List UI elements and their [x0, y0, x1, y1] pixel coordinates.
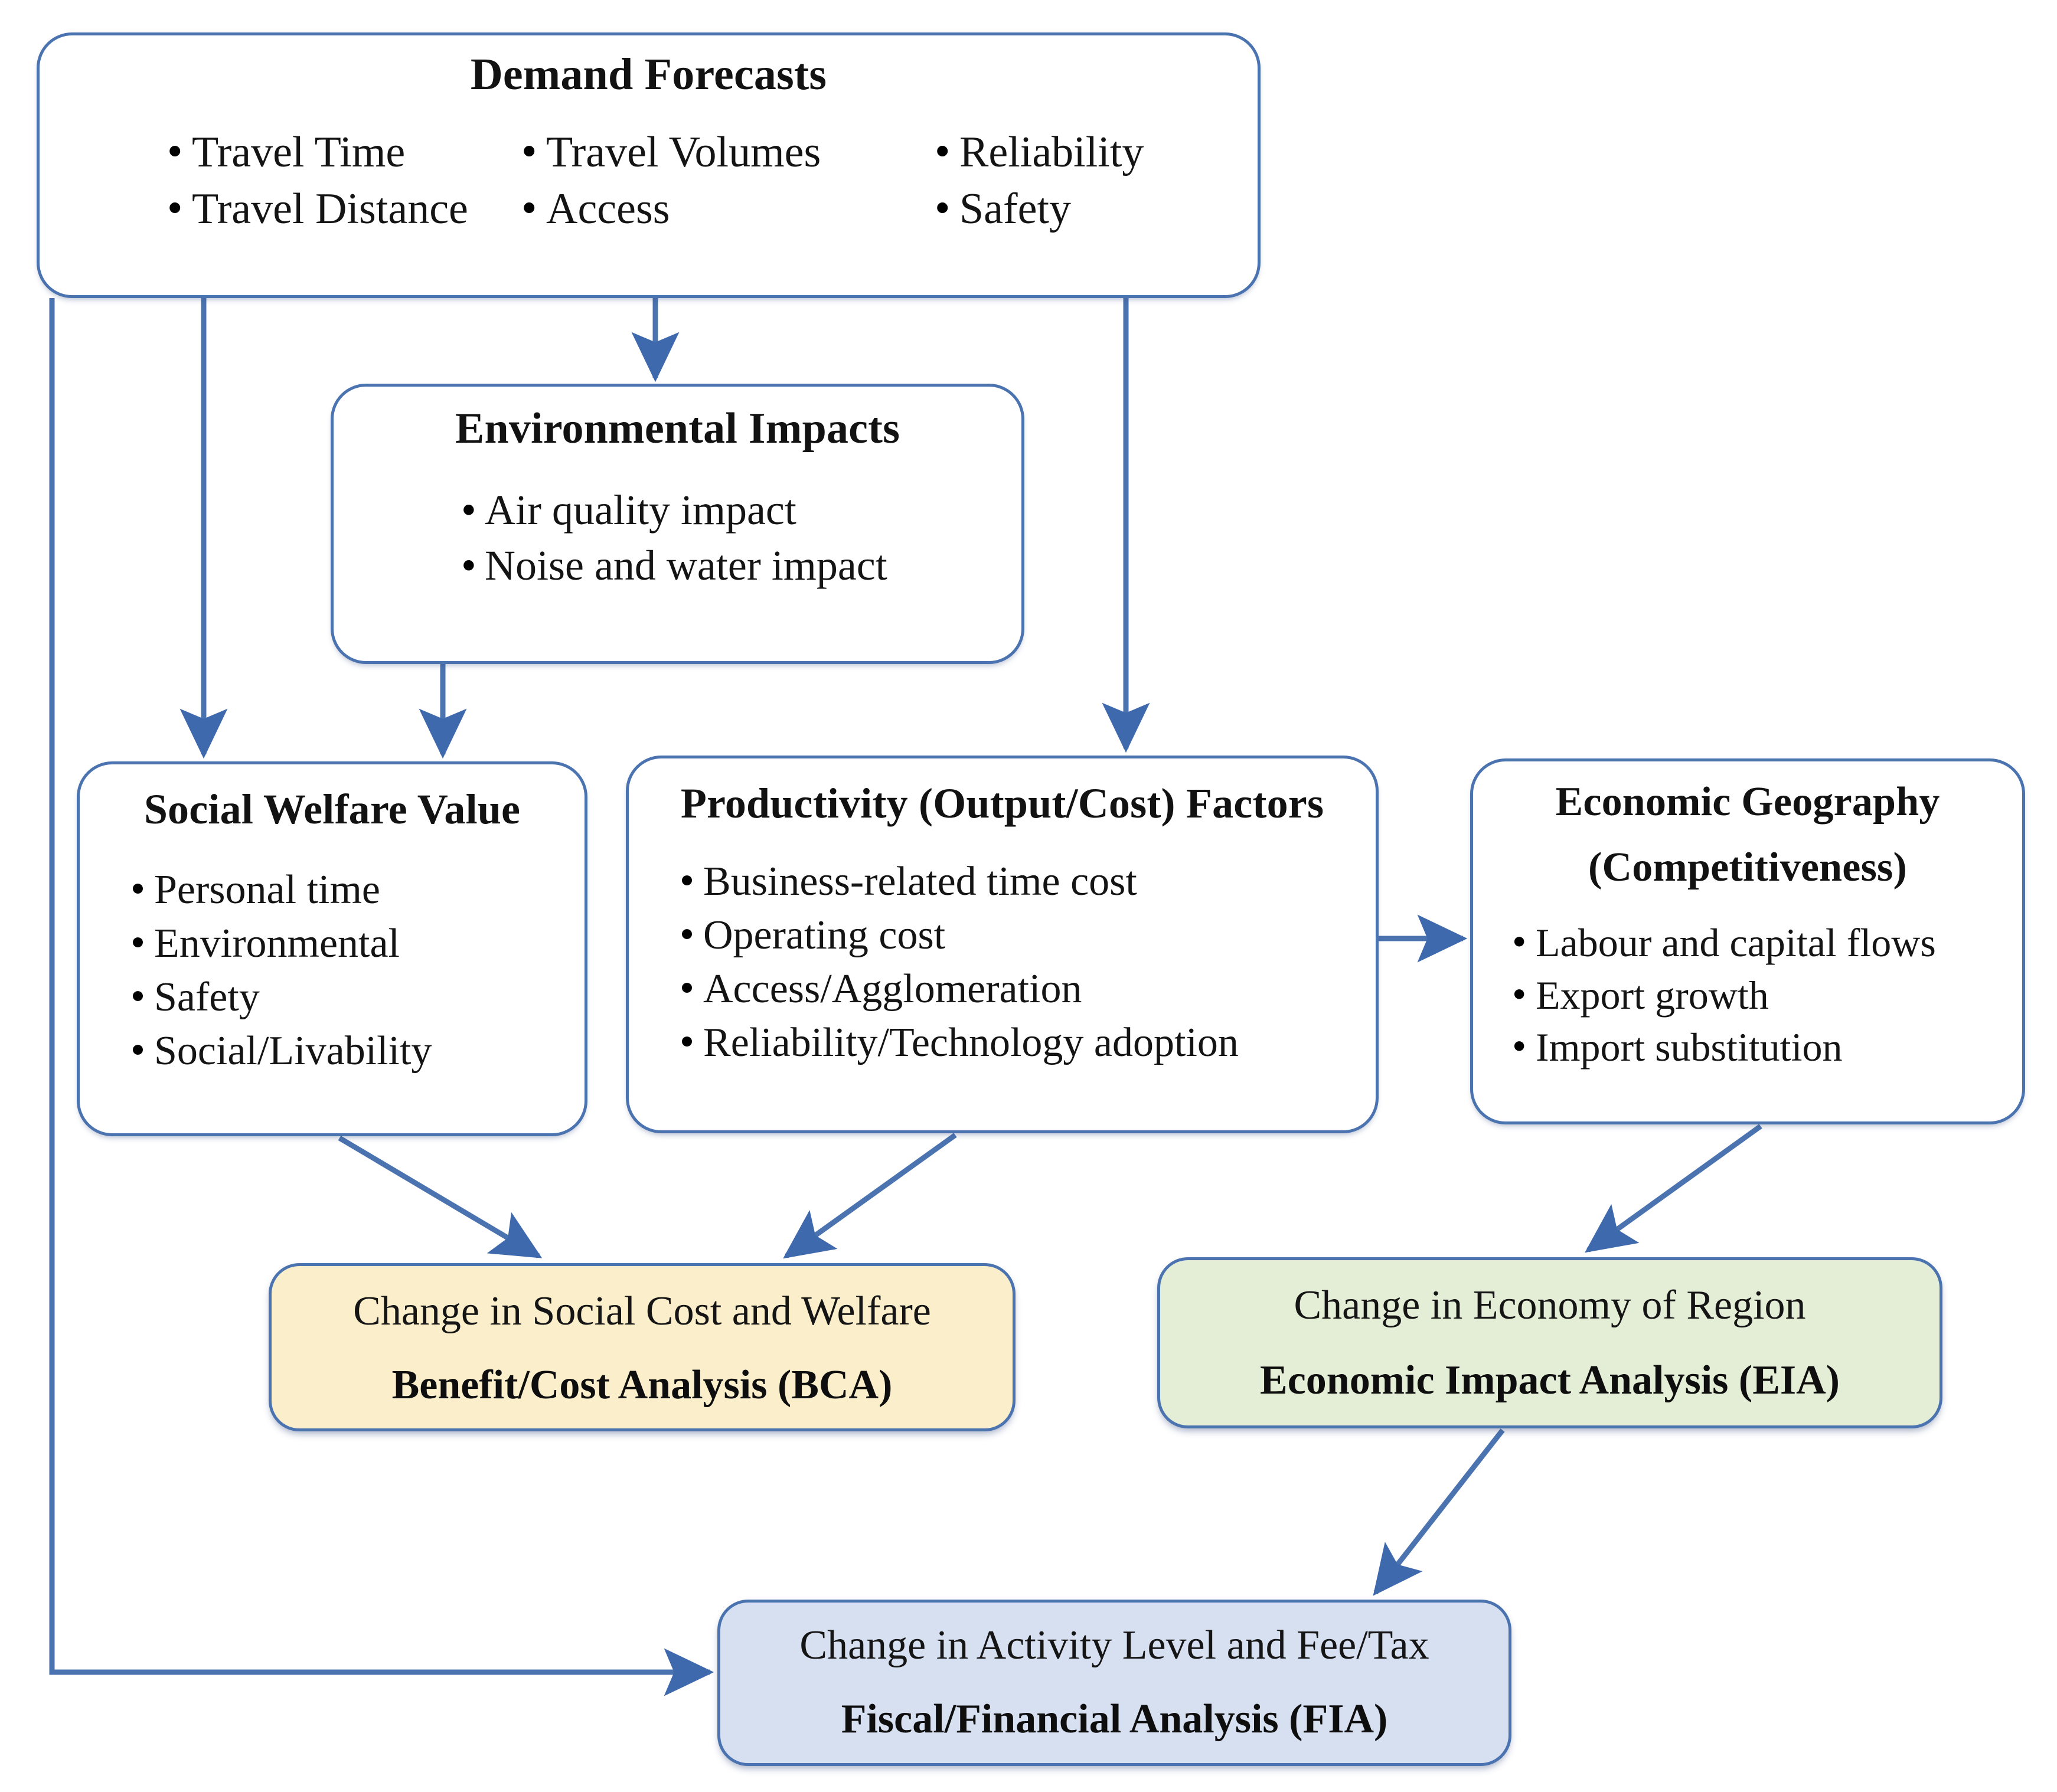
node-productivity-factors[interactable]: Productivity (Output/Cost) Factors Busin…: [626, 756, 1379, 1133]
list-item: Reliability: [931, 123, 1226, 181]
node-title-line2: (Competitiveness): [1588, 844, 1907, 890]
outcome-description: Change in Social Cost and Welfare: [353, 1289, 931, 1334]
node-title-line1: Economic Geography: [1555, 779, 1940, 825]
node-title: Environmental Impacts: [455, 404, 900, 453]
bullet-list: Labour and capital flows Export growth I…: [1473, 915, 2022, 1074]
list-item: Import substitution: [1509, 1020, 2022, 1074]
outcome-method: Benefit/Cost Analysis (BCA): [391, 1362, 893, 1408]
list-item: Travel Distance: [164, 179, 518, 237]
list-item: Safety: [931, 179, 1226, 237]
edge-geography-to-eia: [1585, 1124, 1762, 1253]
list-item: Personal time: [127, 862, 585, 917]
edge-demand-to-fia: [49, 298, 714, 1696]
bullet-column-2: Travel Volumes Access: [518, 123, 931, 238]
bullet-list: Business-related time cost Operating cos…: [629, 854, 1376, 1070]
node-demand-forecasts[interactable]: Demand Forecasts Travel Time Travel Dist…: [37, 32, 1261, 298]
bullet-column-3: Reliability Safety: [931, 123, 1226, 238]
list-item: Access/Agglomeration: [676, 961, 1376, 1016]
node-title: Demand Forecasts: [470, 50, 827, 99]
bullet-columns: Travel Time Travel Distance Travel Volum…: [40, 123, 1258, 238]
outcome-description: Change in Economy of Region: [1294, 1283, 1806, 1328]
bullet-list: Travel Volumes Access: [518, 123, 931, 238]
bullet-column-1: Travel Time Travel Distance: [164, 123, 518, 238]
outcome-method: Economic Impact Analysis (EIA): [1260, 1358, 1840, 1403]
list-item: Export growth: [1509, 968, 2022, 1022]
list-item: Operating cost: [676, 907, 1376, 962]
list-item: Access: [518, 179, 931, 237]
outcome-description: Change in Activity Level and Fee/Tax: [799, 1623, 1429, 1668]
node-social-welfare-value[interactable]: Social Welfare Value Personal time Envir…: [77, 761, 587, 1136]
node-fiscal-financial-analysis[interactable]: Change in Activity Level and Fee/Tax Fis…: [717, 1600, 1511, 1766]
list-item: Travel Volumes: [518, 123, 931, 181]
list-item: Social/Livability: [127, 1023, 585, 1078]
node-title: Productivity (Output/Cost) Factors: [680, 780, 1324, 827]
list-item: Environmental: [127, 915, 585, 970]
list-item: Reliability/Technology adoption: [676, 1015, 1376, 1070]
node-title: Social Welfare Value: [143, 786, 521, 833]
bullet-list: Personal time Environmental Safety Socia…: [80, 862, 585, 1078]
node-benefit-cost-analysis[interactable]: Change in Social Cost and Welfare Benefi…: [269, 1263, 1016, 1431]
list-item: Business-related time cost: [676, 854, 1376, 908]
list-item: Safety: [127, 969, 585, 1024]
edge-eia-to-fia: [1373, 1428, 1505, 1596]
node-economic-geography[interactable]: Economic Geography (Competitiveness) Lab…: [1470, 758, 2025, 1124]
list-item: Labour and capital flows: [1509, 915, 2022, 969]
bullet-list: Reliability Safety: [931, 123, 1226, 238]
edge-social-to-bca: [338, 1136, 543, 1258]
node-environmental-impacts[interactable]: Environmental Impacts Air quality impact…: [331, 384, 1024, 664]
edge-productivity-to-bca: [783, 1133, 957, 1259]
bullet-list: Air quality impact Noise and water impac…: [334, 482, 1021, 594]
bullet-list: Travel Time Travel Distance: [164, 123, 518, 238]
node-economic-impact-analysis[interactable]: Change in Economy of Region Economic Imp…: [1157, 1257, 1942, 1428]
outcome-method: Fiscal/Financial Analysis (FIA): [841, 1696, 1388, 1742]
list-item: Noise and water impact: [458, 537, 1021, 594]
list-item: Air quality impact: [458, 482, 1021, 538]
list-item: Travel Time: [164, 123, 518, 181]
